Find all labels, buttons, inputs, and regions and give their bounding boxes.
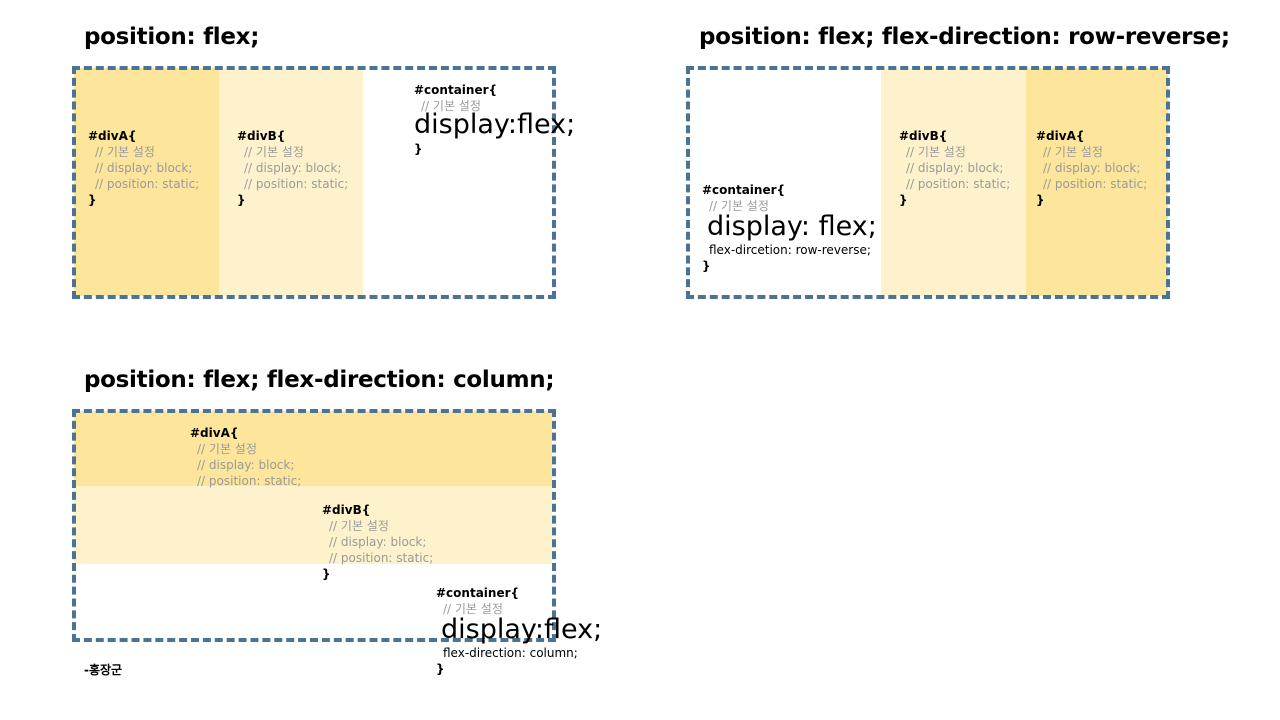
code-close: } [899,193,908,207]
code-comment: // 기본 설정 [197,442,257,456]
code-close: } [88,193,97,207]
code-comment: // position: static; [906,177,1011,191]
code-close: } [322,567,331,581]
diagram3-divA-box [74,411,552,486]
diagram1-divB-box [219,68,363,296]
diagram1-divA-box [74,68,219,296]
code-big-rule: display:flex; [414,109,576,140]
code-comment: // display: block; [329,535,427,549]
code-big-rule: display:flex; [441,614,603,645]
diagram3-container-code: #container{ // 기본 설정 display:flex; flex-… [436,585,602,677]
code-comment: // 기본 설정 [244,145,304,159]
code-header: #divB{ [899,129,948,143]
diagram1-divA-code: #divA{ // 기본 설정 // display: block; // po… [88,128,199,208]
code-header: #divA{ [88,129,137,143]
code-header: #container{ [702,183,786,197]
diagram3-container [72,409,556,642]
diagram2-container [686,66,1170,299]
diagram2-title: position: flex; flex-direction: row-reve… [699,24,1230,50]
code-comment: // 기본 설정 [1043,145,1103,159]
code-close: } [237,193,246,207]
diagram1-container [72,66,556,299]
code-comment: // display: block; [95,161,193,175]
code-comment: // 기본 설정 [421,99,481,113]
code-close: } [414,142,423,156]
diagram2-divB-code: #divB{ // 기본 설정 // display: block; // po… [899,128,1010,208]
code-header: #container{ [436,586,520,600]
code-comment: // 기본 설정 [95,145,155,159]
code-comment: // 기본 설정 [443,602,503,616]
code-close: } [702,259,711,273]
code-comment: // display: block; [906,161,1004,175]
diagram1-container-code: #container{ // 기본 설정 display:flex; } [414,82,575,157]
diagram3-title: position: flex; flex-direction: column; [84,367,555,393]
diagram2-divA-code: #divA{ // 기본 설정 // display: block; // po… [1036,128,1147,208]
code-close: } [436,662,445,676]
code-header: #divB{ [322,503,371,517]
code-comment: // 기본 설정 [906,145,966,159]
code-comment: // position: static; [1043,177,1148,191]
diagram3-divB-box [74,486,552,564]
code-comment: // position: static; [329,551,434,565]
diagram3-divA-code: #divA{ // 기본 설정 // display: block; // po… [190,425,301,488]
code-header: #divA{ [1036,129,1085,143]
code-extra-rule: flex-dircetion: row-reverse; [709,243,871,257]
code-header: #divB{ [237,129,286,143]
diagram2-container-code: #container{ // 기본 설정 display: flex; flex… [702,182,877,274]
code-header: #divA{ [190,426,239,440]
code-comment: // position: static; [95,177,200,191]
diagram1-title: position: flex; [84,24,260,50]
diagram2-divB-box [881,68,1026,296]
code-comment: // position: static; [197,474,302,488]
diagram1-divB-code: #divB{ // 기본 설정 // display: block; // po… [237,128,348,208]
code-close: } [1036,193,1045,207]
code-comment: // 기본 설정 [709,199,769,213]
diagram2-divA-box [1026,68,1168,296]
author-signature: -홍장군 [84,663,123,677]
code-big-rule: display: flex; [707,211,877,242]
diagram3-divB-code: #divB{ // 기본 설정 // display: block; // po… [322,502,433,582]
code-header: #container{ [414,83,498,97]
code-comment: // display: block; [1043,161,1141,175]
code-comment: // display: block; [197,458,295,472]
code-comment: // 기본 설정 [329,519,389,533]
code-comment: // display: block; [244,161,342,175]
code-comment: // position: static; [244,177,349,191]
code-extra-rule: flex-direction: column; [443,646,578,660]
